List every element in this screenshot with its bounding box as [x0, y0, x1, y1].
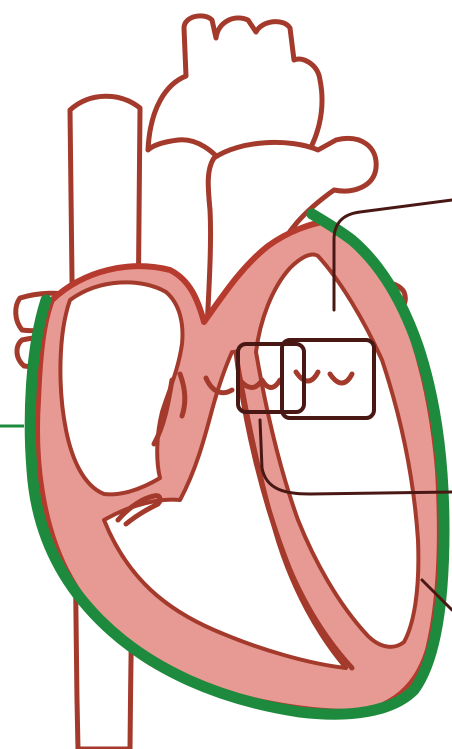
heart-diagram [0, 0, 452, 749]
